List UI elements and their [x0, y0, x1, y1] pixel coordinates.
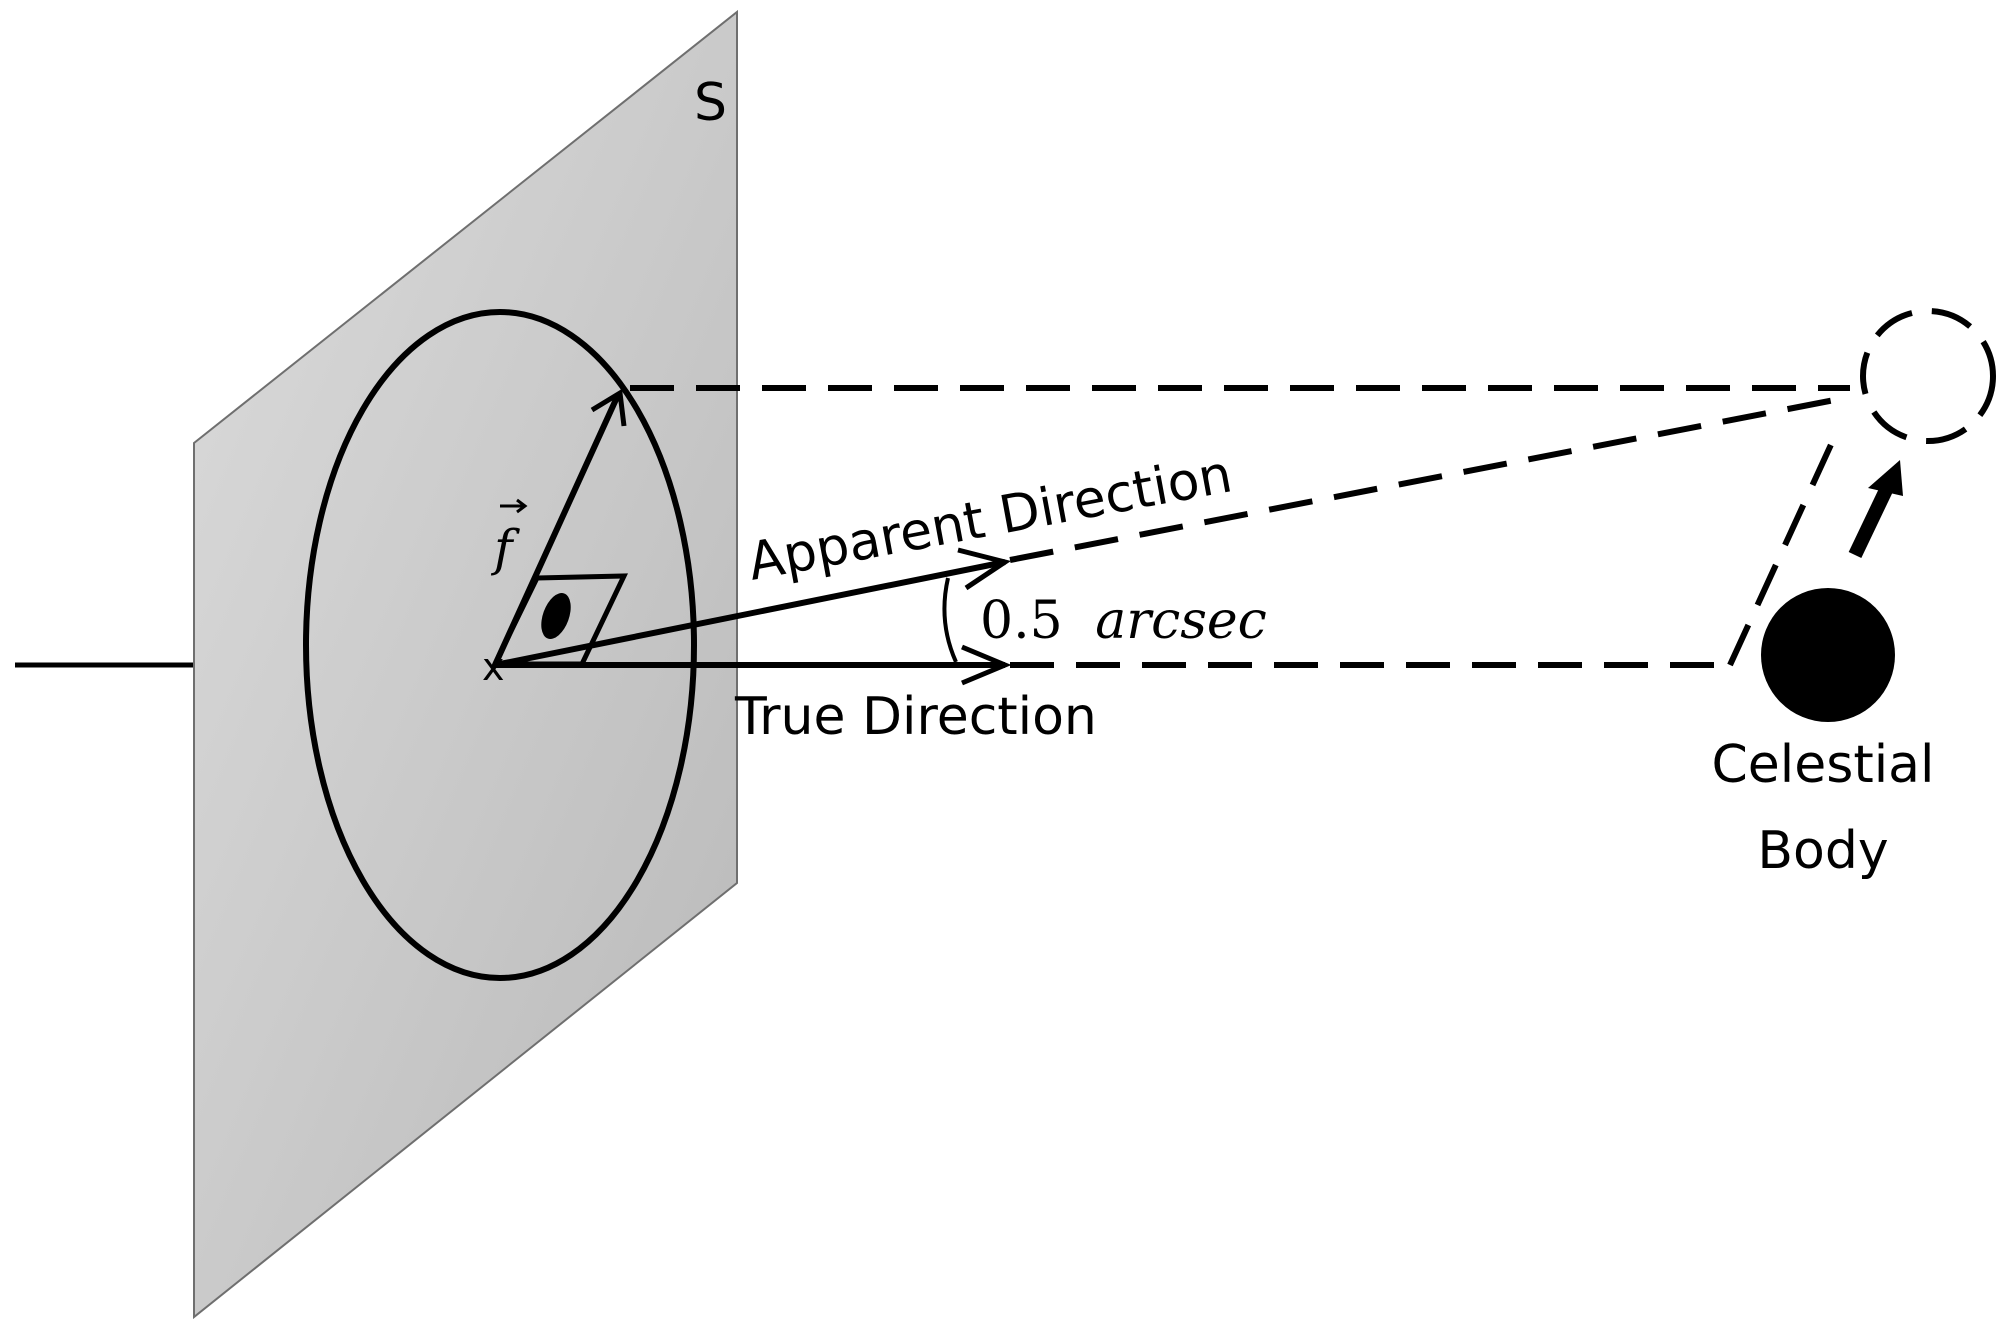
vector-f-arrowhead	[590, 388, 627, 427]
body-label-line2: Body	[1757, 821, 1888, 881]
motion-arrow-shaft	[1848, 486, 1893, 559]
plane-label: S	[694, 73, 727, 133]
dashed-slant-line	[1727, 423, 1843, 667]
angle-unit: arcsec	[1095, 591, 1267, 651]
apparent-direction-arrowhead	[957, 547, 1012, 591]
celestial-body	[1761, 588, 1895, 722]
true-direction-label: True Direction	[734, 687, 1097, 747]
angle-arc	[942, 577, 958, 663]
body-label-line1: Celestial	[1712, 735, 1935, 795]
origin-marker: x	[482, 645, 505, 689]
aperture-ellipse	[303, 309, 697, 981]
dashed-apparent-extension	[1009, 394, 1851, 563]
true-direction-arrowhead	[961, 644, 1012, 686]
vector-f-overarrow	[500, 498, 528, 514]
vector-f-arrow	[492, 393, 621, 667]
apparent-direction-arrow	[494, 559, 1006, 668]
angle-value: 0.5	[980, 591, 1063, 651]
angle-label: 0.5 arcsec	[980, 591, 1267, 651]
dashed-lines	[630, 385, 1851, 668]
plane-s	[193, 9, 738, 1320]
apparent-body-circle	[1860, 308, 1996, 444]
eye-dot	[541, 593, 571, 639]
motion-arrowhead	[1868, 460, 1903, 496]
